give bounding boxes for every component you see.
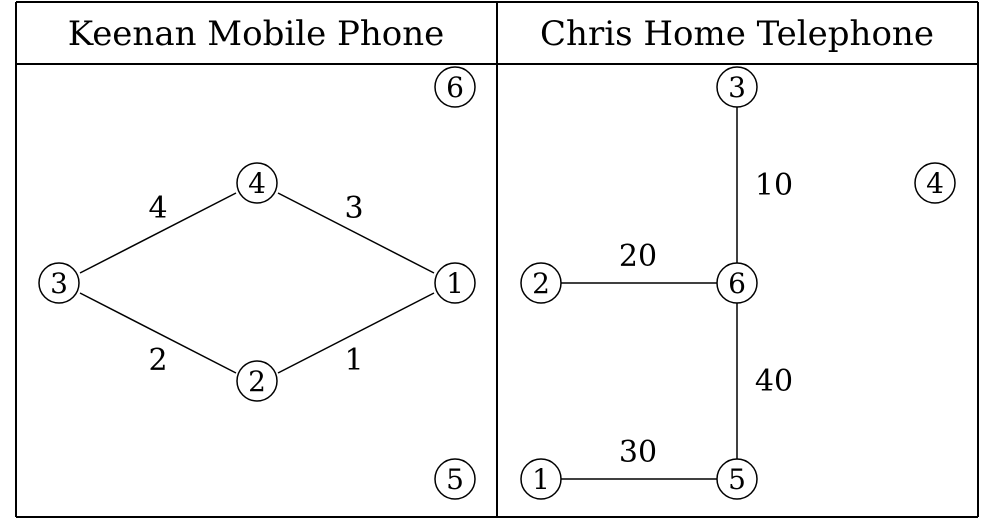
node-5: 5: [716, 458, 758, 500]
chris-graph: 10 20 40 30 3 4 2 6 1 5: [520, 66, 956, 500]
node-4: 4: [914, 162, 956, 204]
node-label-5: 5: [728, 463, 746, 496]
node-5: 5: [434, 458, 476, 500]
node-label-2: 2: [532, 267, 550, 300]
edge-label-2-1: 1: [344, 343, 363, 378]
node-6: 6: [434, 66, 476, 108]
edge-4-1: [277, 192, 435, 274]
node-4: 4: [236, 162, 278, 204]
node-label-3: 3: [728, 71, 746, 104]
edge-label-3-4: 4: [148, 191, 167, 226]
edge-3-4: [79, 192, 237, 274]
panel-title-keenan: Keenan Mobile Phone: [68, 14, 445, 54]
node-label-1: 1: [446, 267, 464, 300]
node-label-3: 3: [50, 267, 68, 300]
node-label-5: 5: [446, 463, 464, 496]
node-label-2: 2: [248, 365, 266, 398]
node-3: 3: [716, 66, 758, 108]
edge-label-6-5: 40: [755, 364, 793, 399]
edge-3-2: [79, 292, 237, 374]
edge-2-1: [277, 292, 435, 374]
node-3: 3: [38, 262, 80, 304]
node-label-1: 1: [532, 463, 550, 496]
node-label-6: 6: [728, 267, 746, 300]
edge-label-3-2: 2: [148, 343, 167, 378]
node-1: 1: [520, 458, 562, 500]
node-1: 1: [434, 262, 476, 304]
panel-title-chris: Chris Home Telephone: [540, 14, 934, 54]
edge-label-2-6: 20: [619, 239, 657, 274]
node-label-4: 4: [248, 167, 266, 200]
node-2: 2: [236, 360, 278, 402]
node-6: 6: [716, 262, 758, 304]
edge-label-1-5: 30: [619, 435, 657, 470]
keenan-graph: 4 3 2 1 6 4 3 1 2 5: [38, 66, 476, 500]
node-2: 2: [520, 262, 562, 304]
node-label-6: 6: [446, 71, 464, 104]
edge-label-3-6: 10: [755, 168, 793, 203]
table-frame: [15, 1, 979, 518]
node-label-4: 4: [926, 167, 944, 200]
edge-label-4-1: 3: [344, 191, 363, 226]
